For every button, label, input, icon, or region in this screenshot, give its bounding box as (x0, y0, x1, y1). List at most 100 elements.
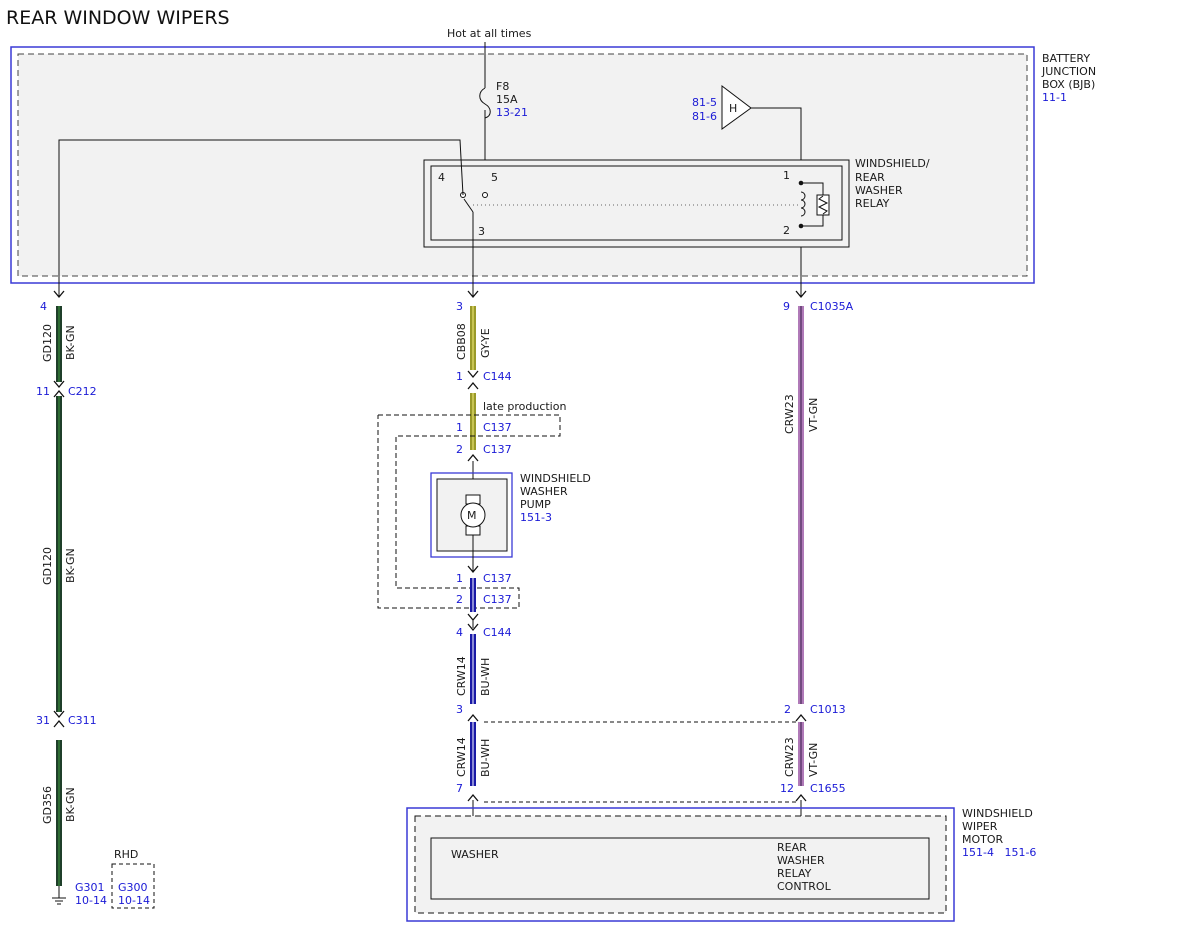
c144-1-connector-chevron[interactable] (467, 370, 479, 390)
gd120-a-color: BK-GN (64, 325, 77, 360)
late-production-label: late production (483, 400, 566, 413)
c144-4-connector-chevron[interactable] (467, 623, 479, 632)
diagram-title: REAR WINDOW WIPERS (6, 7, 230, 29)
ground-symbol-icon (52, 886, 66, 905)
crw23-b-color: VT-GN (807, 743, 820, 777)
c137-4-pin: 2 (456, 593, 463, 606)
motor-name-1: WINDSHIELD (962, 807, 1033, 820)
fuse-rating: 15A (496, 93, 518, 106)
relay-contact-5 (482, 192, 488, 198)
g301-ref[interactable]: 10-14 (75, 894, 107, 907)
power-note: Hot at all times (447, 27, 532, 40)
c144-4-pin: 4 (456, 626, 463, 639)
relay-name-3: WASHER (855, 184, 903, 197)
c137-4-name[interactable]: C137 (483, 593, 512, 606)
crw23-b-circuit: CRW23 (783, 737, 796, 777)
crw14-a-color: BU-WH (479, 658, 492, 696)
mid-top-pin: 3 (456, 300, 463, 313)
motor-control-3: RELAY (777, 867, 812, 880)
c1655-name[interactable]: C1655 (810, 782, 846, 795)
c137-1-name[interactable]: C137 (483, 421, 512, 434)
pump-name-1: WINDSHIELD (520, 472, 591, 485)
crw23-a-color: VT-GN (807, 398, 820, 432)
pin4-feed-line (58, 139, 464, 296)
pump-ref[interactable]: 151-3 (520, 511, 552, 524)
c1013-connector-chevron[interactable] (795, 713, 807, 722)
bjb-page-ref[interactable]: 11-1 (1042, 91, 1067, 104)
fuse-id: F8 (496, 80, 509, 93)
c137-3-name[interactable]: C137 (483, 572, 512, 585)
c144-4-name[interactable]: C144 (483, 626, 512, 639)
bjb-name-3: BOX (BJB) (1042, 78, 1095, 91)
c137-3-connector-chevron[interactable] (467, 565, 479, 574)
c1035a-connector-chevron[interactable] (795, 290, 807, 299)
relay-pin-1: 1 (783, 169, 790, 182)
cbb08-color: GY-YE (479, 328, 492, 358)
h-ref-1[interactable]: 81-5 (692, 96, 717, 109)
pump-name-3: PUMP (520, 498, 551, 511)
c212-name[interactable]: C212 (68, 385, 97, 398)
relay-name-1: WINDSHIELD/ (855, 157, 930, 170)
g300-ref[interactable]: 10-14 (118, 894, 150, 907)
left-top-pin: 4 (40, 300, 47, 313)
c1035a-name[interactable]: C1035A (810, 300, 854, 313)
c1013-name[interactable]: C1013 (810, 703, 846, 716)
crw14-a-circuit: CRW14 (455, 656, 468, 696)
gd120-a-circuit: GD120 (41, 324, 54, 362)
g300-name[interactable]: G300 (118, 881, 148, 894)
g301-name[interactable]: G301 (75, 881, 105, 894)
c1655-pin: 12 (780, 782, 794, 795)
motor-module-box (430, 837, 930, 900)
relay-switch-arm (463, 198, 474, 213)
h-connector-triangle[interactable] (721, 84, 752, 130)
c137-2-name[interactable]: C137 (483, 443, 512, 456)
mid-3-connector-chevron[interactable] (467, 713, 479, 722)
motor-washer-label: WASHER (451, 848, 499, 861)
pump-outline[interactable] (430, 472, 513, 558)
motor-outline[interactable] (406, 807, 955, 922)
c1655-7-pin: 7 (456, 782, 463, 795)
motor-control-1: REAR (777, 841, 807, 854)
c137-4-connector-chevron[interactable] (467, 613, 479, 622)
relay-pin-2: 2 (783, 224, 790, 237)
fuse-ref[interactable]: 13-21 (496, 106, 528, 119)
relay-pin-5: 5 (491, 171, 498, 184)
gd356-circuit: GD356 (41, 786, 54, 824)
c311-connector-chevron[interactable] (53, 710, 65, 728)
c311-pin: 31 (36, 714, 50, 727)
c137-1-connector-chevron[interactable] (467, 453, 479, 462)
c1035a-pin: 9 (783, 300, 790, 313)
relay-pin-3: 3 (478, 225, 485, 238)
fuse-f8-symbol[interactable] (479, 87, 491, 119)
relay-inner-box (430, 165, 843, 241)
left-top-connector-chevron[interactable] (53, 290, 65, 299)
c212-connector-chevron[interactable] (53, 380, 65, 398)
h-ref-2[interactable]: 81-6 (692, 110, 717, 123)
relay-coil (800, 191, 806, 217)
c144-1-name[interactable]: C144 (483, 370, 512, 383)
rhd-note: RHD (114, 848, 138, 861)
c1655-7-connector-chevron[interactable] (467, 793, 479, 802)
c212-pin: 11 (36, 385, 50, 398)
mid-top-connector-chevron[interactable] (467, 290, 479, 299)
crw23-a-circuit: CRW23 (783, 394, 796, 434)
c137-1-pin: 1 (456, 421, 463, 434)
c144-1-pin: 1 (456, 370, 463, 383)
cbb08-circuit: CBB08 (455, 323, 468, 360)
relay-name-4: RELAY (855, 197, 890, 210)
c1013-pin: 2 (784, 703, 791, 716)
motor-refs[interactable]: 151-4 151-6 (962, 846, 1036, 859)
c311-name[interactable]: C311 (68, 714, 97, 727)
relay-pin-4: 4 (438, 171, 445, 184)
bjb-outline[interactable] (10, 46, 1035, 284)
c1655-connector-chevron[interactable] (795, 793, 807, 802)
bjb-name-1: BATTERY (1042, 52, 1090, 65)
motor-name-3: MOTOR (962, 833, 1004, 846)
gd120-b-color: BK-GN (64, 548, 77, 583)
motor-name-2: WIPER (962, 820, 998, 833)
rhd-dashed-box (111, 863, 155, 909)
bjb-name-2: JUNCTION (1041, 65, 1096, 78)
gd356-color: BK-GN (64, 787, 77, 822)
pump-motor-symbol: M (467, 509, 477, 522)
